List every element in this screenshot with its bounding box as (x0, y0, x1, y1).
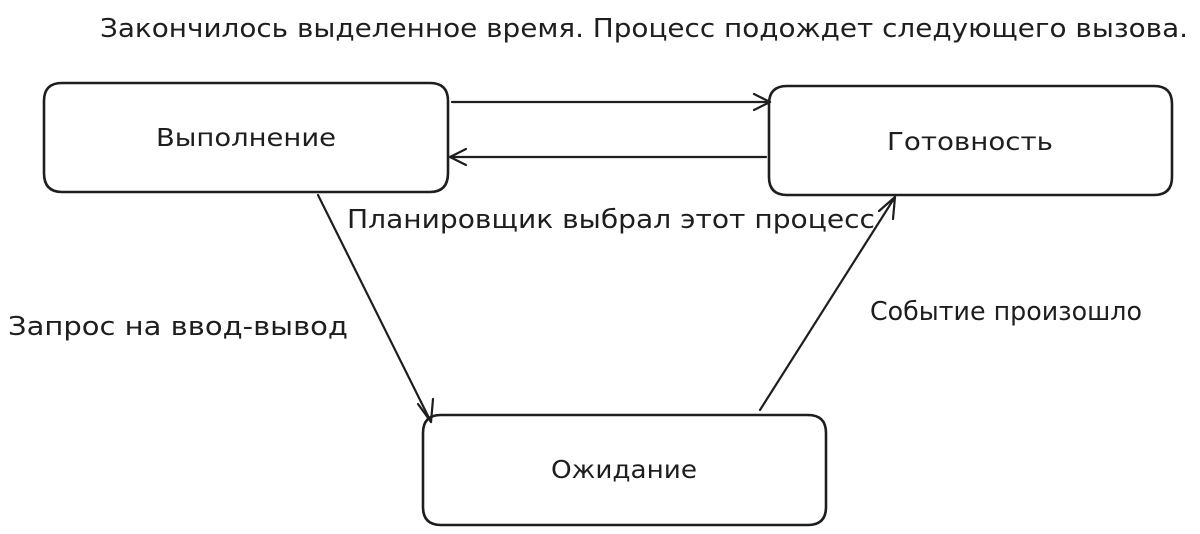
arrow-running-to-ready (450, 92, 772, 112)
arrow-ready-to-running (448, 147, 768, 167)
state-ready: Готовность (767, 84, 1174, 197)
state-running-box (42, 81, 450, 194)
state-waiting-label: Ожидание (551, 455, 697, 484)
state-waiting-box (421, 413, 828, 527)
state-ready-box (767, 84, 1174, 197)
label-running-to-ready: Закончилось выделенное время. Процесс по… (100, 14, 1188, 44)
arrow-waiting-to-ready (758, 195, 897, 412)
state-waiting: Ожидание (421, 413, 828, 527)
arrow-running-to-waiting (316, 193, 435, 424)
label-running-to-waiting: Запрос на ввод-вывод (8, 312, 348, 342)
label-ready-to-running: Планировщик выбрал этот процесс (347, 205, 875, 235)
state-ready-label: Готовность (887, 127, 1053, 156)
state-running-label: Выполнение (156, 123, 336, 152)
state-running: Выполнение (42, 81, 450, 194)
label-waiting-to-ready: Событие произошло (870, 297, 1142, 327)
